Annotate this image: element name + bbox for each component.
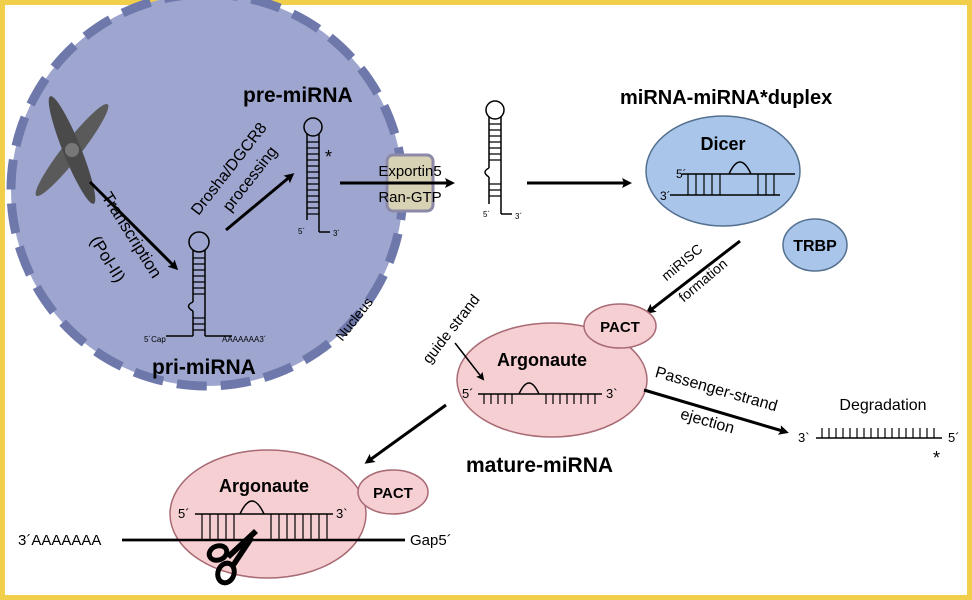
pre-mirna-label: pre-miRNA <box>243 84 353 107</box>
polya-label: AAAAAAA3´ <box>222 335 266 344</box>
dicer-label: Dicer <box>700 134 745 154</box>
exportin-label: Exportin5 <box>378 163 441 180</box>
target-pact-label: PACT <box>373 485 413 502</box>
degraded-five: 5´ <box>948 430 960 445</box>
exported-five: 5´ <box>483 210 490 219</box>
cap-label: 5´Cap <box>144 335 166 344</box>
mirisc-arrow <box>645 239 741 314</box>
target-three: 3` <box>336 506 348 521</box>
transcription-arrow <box>88 180 179 271</box>
argonaute-five: 5´ <box>462 386 474 401</box>
dicer-five: 5´ <box>676 167 687 181</box>
passenger-label-2: ejection <box>678 406 736 438</box>
argonaute-label: Argonaute <box>497 350 587 370</box>
guide-strand-arrow <box>454 342 485 381</box>
pact-label: PACT <box>600 319 640 336</box>
dicer-three: 3´ <box>660 189 671 203</box>
to-target-arrow <box>364 403 447 464</box>
pre-mirna-hairpin <box>303 117 330 233</box>
mrna-right-label: Gap5´ <box>410 532 452 549</box>
ran-gtp-label: Ran-GTP <box>378 189 441 206</box>
trbp-label: TRBP <box>793 238 837 255</box>
degraded-strand <box>816 428 942 439</box>
exported-three: 3´ <box>515 212 522 221</box>
pre-mirna-asterisk: * <box>325 147 332 167</box>
pact-protein <box>583 303 657 349</box>
pre-mirna-five: 5´ <box>298 227 305 236</box>
pri-mirna-label: pri-miRNA <box>152 356 256 379</box>
pre-mirna-three: 3´ <box>333 229 340 238</box>
scissors-icon <box>206 529 258 586</box>
dicer-duplex <box>670 161 795 196</box>
degraded-three: 3` <box>798 430 810 445</box>
argonaute-three: 3` <box>606 386 618 401</box>
pri-mirna-hairpin <box>166 231 232 337</box>
mature-mirna-label: mature-miRNA <box>466 454 613 477</box>
mrna-left-label: 3´AAAAAAA <box>18 532 101 549</box>
degradation-label: Degradation <box>839 397 926 414</box>
exported-pre-mirna <box>484 100 512 215</box>
passenger-label-1: Passenger-strand <box>653 364 779 415</box>
mature-mirna-strand <box>478 382 602 404</box>
dicer-enzyme <box>645 115 801 227</box>
target-duplex <box>122 500 405 542</box>
processing-arrow <box>225 173 295 232</box>
argonaute-complex <box>456 322 648 438</box>
passenger-arrow <box>643 388 789 435</box>
duplex-title: miRNA-miRNA*duplex <box>620 87 832 109</box>
target-five: 5´ <box>178 506 190 521</box>
degraded-asterisk: * <box>933 448 940 468</box>
target-argonaute-label: Argonaute <box>219 476 309 496</box>
chromosome-icon <box>35 96 109 204</box>
trbp-protein <box>782 218 848 272</box>
target-pact-protein <box>357 469 429 515</box>
